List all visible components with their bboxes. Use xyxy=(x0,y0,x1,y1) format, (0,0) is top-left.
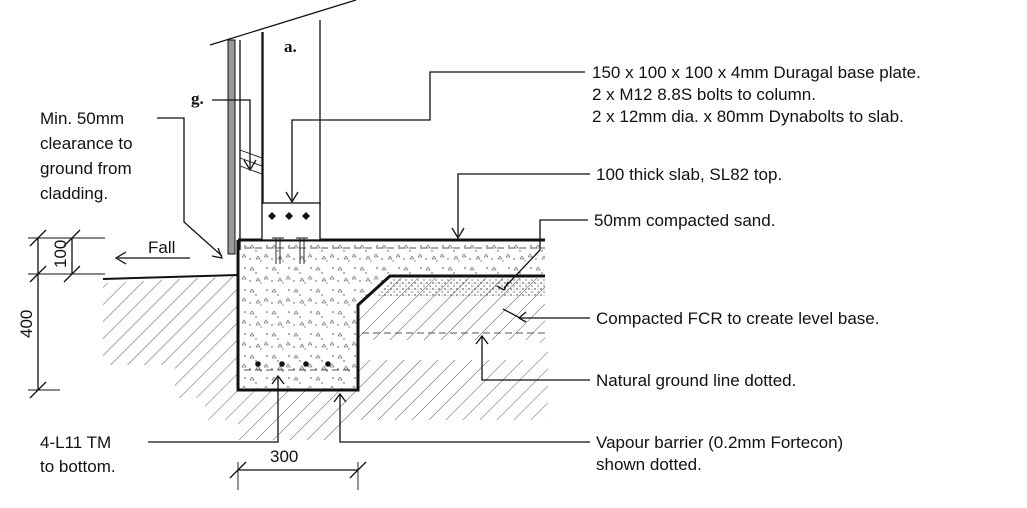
compacted-sand-layer xyxy=(378,279,545,296)
vapour-barrier-label-1: Vapour barrier (0.2mm Fortecon) xyxy=(596,433,843,452)
dimension-lines xyxy=(28,229,367,490)
sand-label: 50mm compacted sand. xyxy=(594,211,775,230)
concrete-slab-and-footing xyxy=(236,238,545,392)
cladding-fixing-marks xyxy=(239,149,263,175)
reinforcement-bars xyxy=(255,361,331,367)
ground-line-label: Natural ground line dotted. xyxy=(596,371,796,390)
fall-label: Fall xyxy=(148,238,175,257)
vapour-barrier-label-2: shown dotted. xyxy=(596,455,702,474)
fcr-label: Compacted FCR to create level base. xyxy=(596,309,879,328)
dim-100-label: 100 xyxy=(51,240,70,268)
clearance-label-3: ground from xyxy=(40,159,132,178)
tag-a: a. xyxy=(284,37,297,56)
base-plate-label-1: 150 x 100 x 100 x 4mm Duragal base plate… xyxy=(592,63,921,82)
slab-label: 100 thick slab, SL82 top. xyxy=(596,165,782,184)
reo-label-2: to bottom. xyxy=(40,457,116,476)
roof-line xyxy=(209,0,357,46)
base-plate xyxy=(261,202,321,241)
dim-300-label: 300 xyxy=(270,447,298,466)
dim-400-label: 400 xyxy=(17,310,36,338)
wall-cladding xyxy=(227,39,236,255)
base-plate-label-3: 2 x 12mm dia. x 80mm Dynabolts to slab. xyxy=(592,107,904,126)
clearance-label-1: Min. 50mm xyxy=(40,109,124,128)
external-ground-line xyxy=(102,274,239,280)
base-plate-bolts xyxy=(268,212,310,264)
reo-label-1: 4-L11 TM xyxy=(40,433,111,452)
wall-stud-lines xyxy=(239,32,264,250)
tag-g: g. xyxy=(191,89,204,108)
base-plate-label-2: 2 x M12 8.8S bolts to column. xyxy=(592,85,816,104)
clearance-label-2: clearance to xyxy=(40,134,133,153)
fall-arrow xyxy=(114,251,190,265)
clearance-label-4: cladding. xyxy=(40,184,108,203)
steel-column xyxy=(261,20,321,205)
leader-lines xyxy=(148,71,590,443)
